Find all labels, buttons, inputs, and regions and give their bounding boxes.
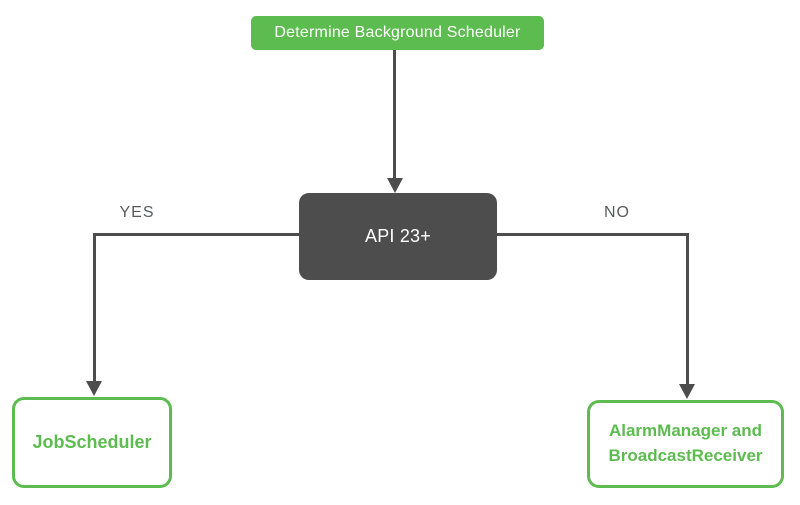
no-result-node-label-line2: BroadcastReceiver bbox=[608, 446, 763, 465]
start-node-label: Determine Background Scheduler bbox=[274, 24, 521, 41]
no-result-node-label-line1: AlarmManager and bbox=[608, 421, 763, 441]
decision-node: API 23+ bbox=[299, 193, 497, 280]
edge-label-yes: YES bbox=[119, 204, 155, 221]
edge-label-no: NO bbox=[604, 204, 630, 221]
arrowhead-down-icon bbox=[679, 384, 695, 399]
no-result-node: AlarmManager and BroadcastReceiver bbox=[587, 400, 784, 488]
connector-no-vertical bbox=[686, 233, 689, 384]
connector-yes-horizontal bbox=[93, 233, 299, 236]
start-node: Determine Background Scheduler bbox=[251, 16, 544, 50]
arrowhead-down-icon bbox=[86, 381, 102, 396]
arrowhead-down-icon bbox=[387, 178, 403, 193]
yes-result-node-label: JobScheduler bbox=[32, 432, 152, 452]
connector-yes-vertical bbox=[93, 233, 96, 382]
connector-no-horizontal bbox=[497, 233, 689, 236]
connector-start-to-decision bbox=[393, 50, 396, 179]
decision-node-label: API 23+ bbox=[365, 226, 431, 246]
yes-result-node: JobScheduler bbox=[12, 397, 172, 488]
